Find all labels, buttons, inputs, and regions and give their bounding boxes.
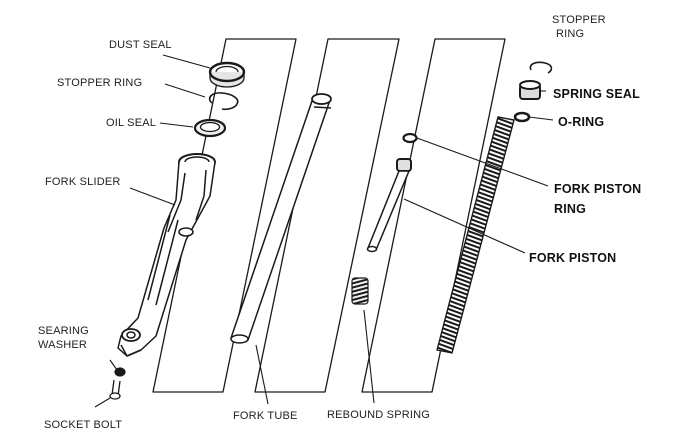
label-o-ring: O-RING: [558, 115, 605, 129]
socket-bolt-part: [109, 379, 121, 400]
label-dust-seal: DUST SEAL: [109, 39, 172, 51]
spring-seal-part: [519, 80, 541, 100]
fork-tube-part: [230, 93, 332, 344]
label-stopper-ring-left: STOPPER RING: [57, 77, 143, 89]
fork-spring-part: [436, 116, 515, 354]
label-searing-washer-line1: SEARING: [38, 325, 89, 337]
fork-slider-part: [117, 153, 216, 357]
stopper-ring-left-part: [208, 92, 239, 111]
label-oil-seal: OIL SEAL: [106, 117, 157, 129]
label-socket-bolt: SOCKET BOLT: [44, 419, 123, 431]
label-stopper-ring-right-line1: STOPPER: [552, 14, 606, 26]
label-fork-piston-ring-line2: RING: [554, 202, 587, 216]
label-rebound-spring: REBOUND SPRING: [327, 409, 431, 421]
o-ring-part: [513, 111, 531, 123]
label-searing-washer-line2: WASHER: [38, 339, 88, 351]
panel-right: [361, 38, 506, 393]
searing-washer-part: [114, 367, 126, 377]
stopper-ring-right-part: [529, 61, 553, 74]
oil-seal-part: [193, 118, 227, 138]
fork-piston-part: [366, 158, 412, 253]
dust-seal-part: [208, 61, 246, 88]
label-fork-piston-ring-line1: FORK PISTON: [554, 182, 642, 196]
label-fork-tube: FORK TUBE: [233, 410, 298, 422]
fork-piston-ring-part: [402, 132, 418, 144]
label-stopper-ring-right-line2: RING: [556, 28, 585, 40]
label-fork-piston: FORK PISTON: [529, 251, 617, 265]
leader-lines: [94, 54, 554, 408]
label-spring-seal: SPRING SEAL: [553, 87, 640, 101]
panel-left: [152, 38, 297, 393]
rebound-spring-part: [351, 277, 369, 305]
label-fork-slider: FORK SLIDER: [45, 176, 121, 188]
panel-middle: [254, 38, 400, 393]
